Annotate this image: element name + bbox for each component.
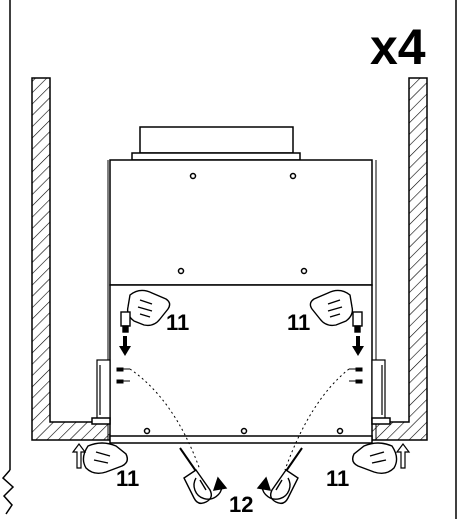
- hand-icon: [351, 442, 398, 475]
- hand-icon: [309, 289, 363, 333]
- push-arrow-icon: [71, 443, 87, 469]
- step-label-bottom-left: 11: [116, 466, 139, 491]
- hand-icon: [120, 289, 171, 333]
- push-arrow-icon: [119, 336, 131, 356]
- push-arrow-icon: [352, 336, 364, 356]
- hand-icon: [82, 442, 129, 475]
- screwdriver-icon: [269, 447, 303, 505]
- motor-housing: [131, 126, 301, 161]
- step-label-bottom-center: 12: [229, 492, 253, 517]
- step-label-top-right: 11: [287, 310, 310, 335]
- step-label-top-left: 11: [166, 310, 189, 335]
- rotate-arrow-icon: [193, 476, 291, 500]
- guide-lines: [129, 368, 350, 471]
- screwdriver-icon: [179, 447, 213, 505]
- screws: [143, 172, 344, 435]
- step-label-bottom-right: 11: [326, 466, 349, 491]
- multiplier-label: x4: [370, 19, 426, 75]
- mounting-screws: [116, 367, 363, 384]
- bottom-trim: [91, 417, 391, 444]
- push-arrow-icon: [395, 443, 411, 469]
